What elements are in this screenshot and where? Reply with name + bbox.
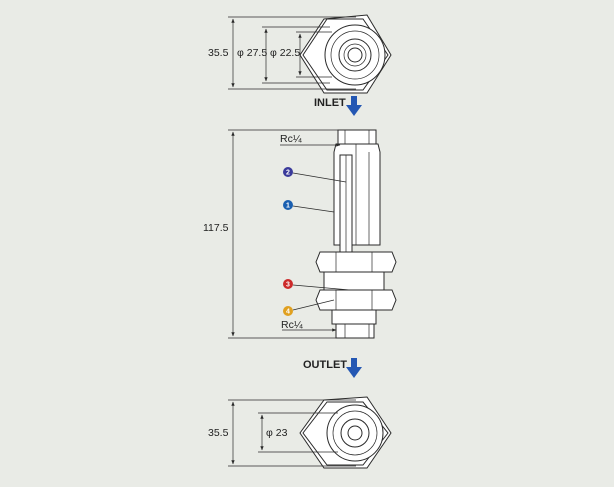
callout-3-number: 3 (286, 282, 290, 289)
callout-2-number: 2 (286, 170, 290, 177)
callout-3: 3 (283, 279, 351, 291)
bottom-view: 35.5 φ 23 (208, 396, 392, 469)
bottom-bore (347, 425, 363, 441)
callout-2: 2 (283, 167, 347, 183)
top-dim-inner-dia: φ 22.5 (270, 47, 300, 59)
inlet-arrow-icon (346, 96, 362, 116)
top-view: 35.5 φ 27.5 φ 22.5 (208, 14, 392, 94)
inlet-label: INLET (314, 97, 346, 109)
side-dim-length: 117.5 (203, 222, 229, 234)
side-view: 117.5 Rc¼ Rc¼ 2 1 3 4 (203, 129, 397, 339)
callout-4: 4 (283, 299, 335, 316)
middle-sleeve (323, 271, 385, 291)
outlet-arrow-icon (346, 358, 362, 378)
top-dim-height: 35.5 (208, 47, 229, 59)
lower-hex-nut (315, 289, 397, 311)
thread-bottom-label: Rc¼ (281, 319, 303, 331)
outlet-label: OUTLET (303, 359, 347, 371)
bottom-dim-height: 35.5 (208, 427, 229, 439)
callout-1: 1 (283, 200, 335, 213)
bottom-nipple (331, 309, 377, 325)
thread-top-label: Rc¼ (280, 133, 302, 145)
top-nipple (337, 129, 377, 145)
callout-4-number: 4 (286, 309, 290, 316)
bottom-dim-dia: φ 23 (266, 427, 288, 439)
top-dim-outer-dia: φ 27.5 (237, 47, 267, 59)
callout-1-number: 1 (286, 203, 290, 210)
upper-hex-nut (315, 251, 397, 273)
top-bore (347, 47, 363, 63)
